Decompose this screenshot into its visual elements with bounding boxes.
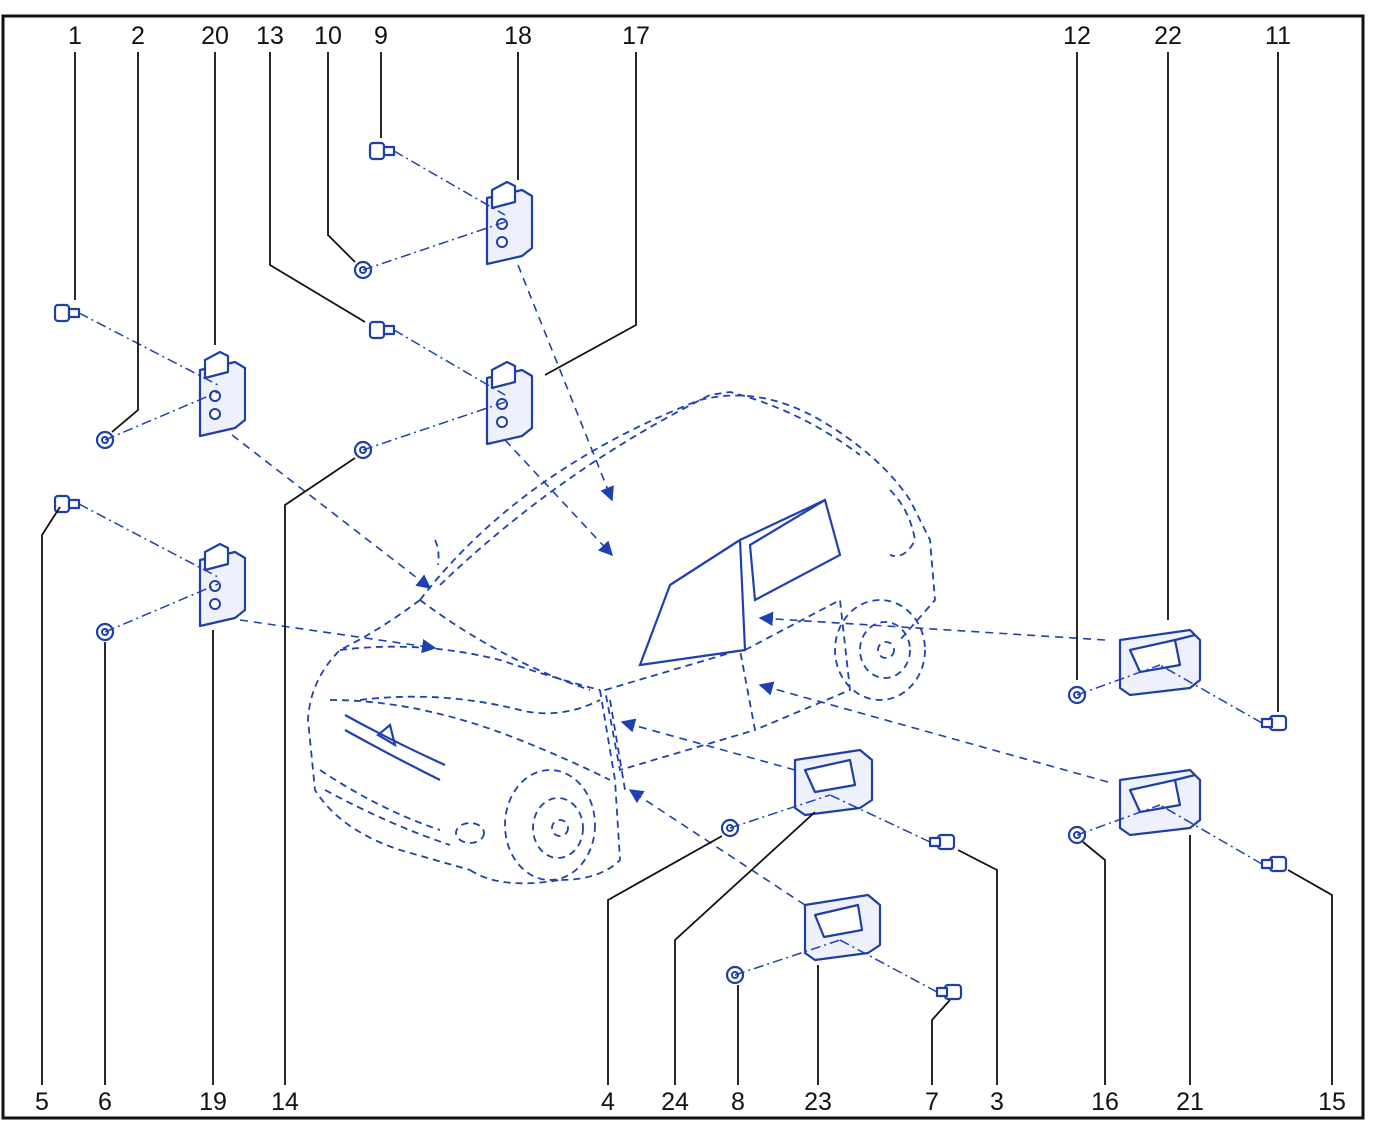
- vehicle-outline: [307, 391, 936, 885]
- placement-arrows: [231, 264, 1109, 906]
- callout-17: 17: [622, 22, 650, 50]
- assembly-axes: [78, 150, 1263, 993]
- callout-16: 16: [1091, 1088, 1119, 1116]
- callout-23: 23: [804, 1088, 832, 1116]
- callout-3: 3: [990, 1088, 1004, 1116]
- callout-20: 20: [201, 22, 229, 50]
- callout-2: 2: [131, 22, 145, 50]
- callout-10: 10: [314, 22, 342, 50]
- bolt-13: [368, 320, 396, 340]
- callout-6: 6: [98, 1088, 112, 1116]
- callout-12: 12: [1063, 22, 1091, 50]
- callout-8: 8: [731, 1088, 745, 1116]
- callout-22: 22: [1154, 22, 1182, 50]
- bolt-1: [53, 303, 81, 323]
- hinge-23: [803, 893, 882, 962]
- callout-24: 24: [661, 1088, 689, 1116]
- callout-11: 11: [1265, 22, 1291, 50]
- callout-9: 9: [374, 22, 388, 50]
- hinge-22: [1118, 628, 1202, 697]
- callout-14: 14: [271, 1088, 299, 1116]
- hinge-19: [198, 542, 247, 628]
- callout-21: 21: [1176, 1088, 1204, 1116]
- callout-18: 18: [504, 22, 532, 50]
- callout-labels: 1 2 20 13 10 9 18 17 12 22 11 5 6 19 14 …: [35, 22, 1346, 1116]
- callout-4: 4: [601, 1088, 615, 1116]
- hinge-18: [485, 180, 534, 266]
- hinge-21: [1118, 768, 1202, 837]
- bolt-15: [1260, 855, 1288, 873]
- bolt-3: [928, 833, 956, 851]
- hinge-20: [198, 350, 247, 438]
- callout-7: 7: [925, 1088, 939, 1116]
- bolt-5: [53, 494, 81, 514]
- bolt-11: [1260, 714, 1288, 732]
- hinge-24: [793, 748, 874, 817]
- callout-19: 19: [199, 1088, 227, 1116]
- callout-5: 5: [35, 1088, 49, 1116]
- callout-13: 13: [256, 22, 284, 50]
- leader-lines: [41, 52, 1333, 1085]
- callout-15: 15: [1318, 1088, 1346, 1116]
- hinge-17: [485, 360, 534, 446]
- callout-1: 1: [68, 22, 82, 50]
- bolt-7: [935, 983, 963, 1001]
